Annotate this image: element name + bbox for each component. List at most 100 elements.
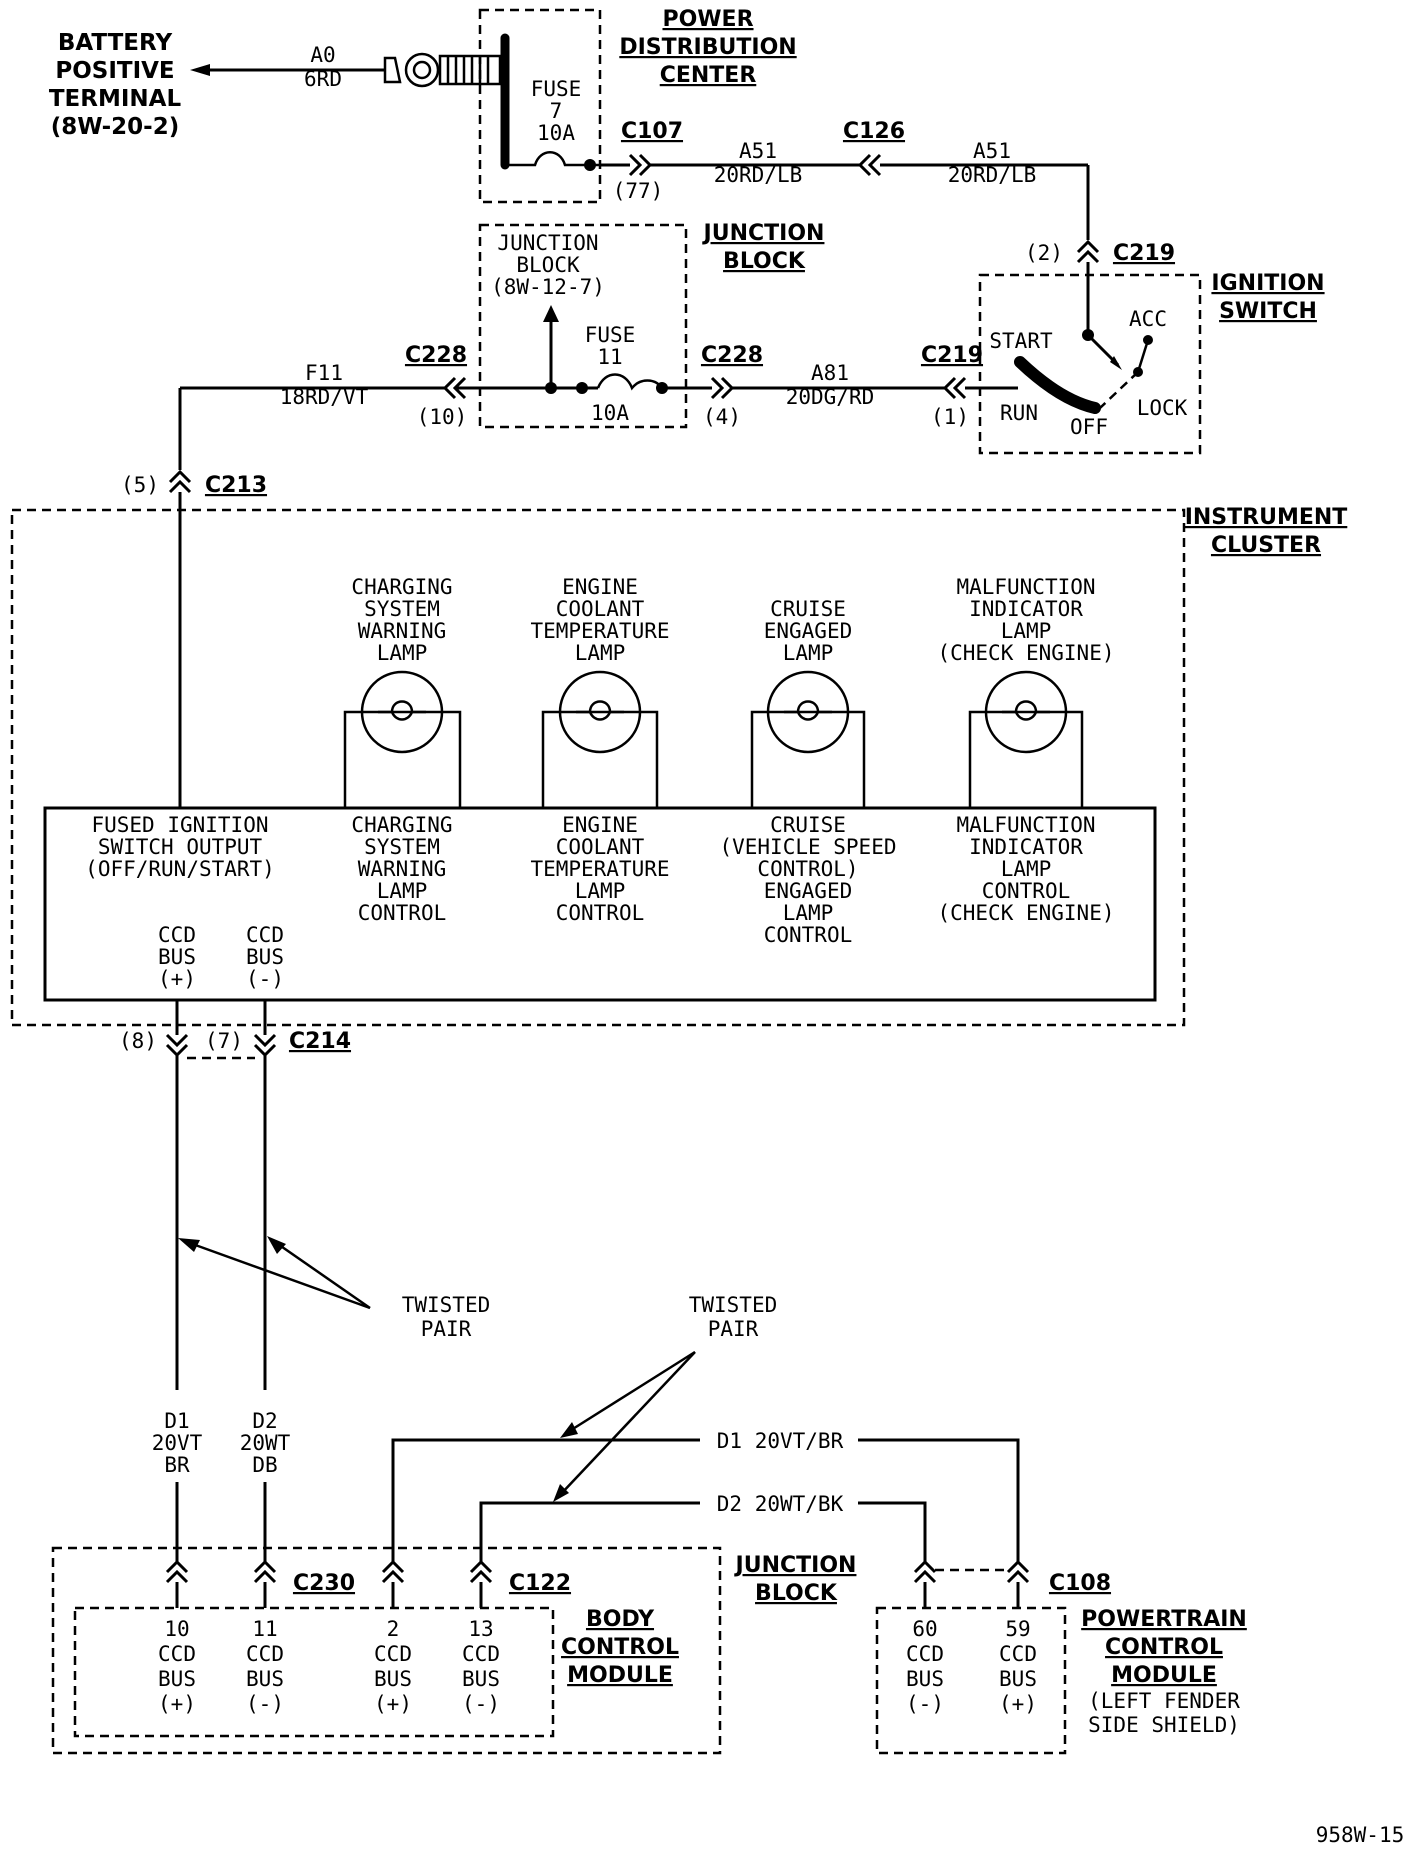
c230-pin11-connector-icon	[253, 1559, 277, 1584]
control-line: (CHECK ENGINE)	[937, 901, 1114, 925]
control-line: CHARGING	[351, 813, 452, 837]
battery-line1: BATTERY	[58, 30, 173, 56]
twisted-right-line1: TWISTED	[689, 1293, 778, 1317]
lamp-label-line: TEMPERATURE	[530, 619, 669, 643]
junction-top-label-line2: BLOCK	[723, 249, 806, 274]
bulb-icon	[360, 670, 444, 754]
control-line: LAMP	[783, 901, 834, 925]
pdc-box	[478, 8, 602, 204]
lamp-label-line: COOLANT	[556, 597, 645, 621]
bcm-pin-2: 2 CCD BUS (+)	[374, 1617, 412, 1716]
c219-top-label: C219	[1113, 241, 1175, 266]
c228-right-connector-icon	[710, 376, 735, 400]
ccd-minus-line: CCD	[246, 923, 284, 947]
c122-pin2-connector-icon	[381, 1559, 405, 1584]
wire-d1-right-right	[858, 1438, 1020, 1562]
twisted-right-leader-1	[567, 1350, 696, 1434]
c214-pin8: (8)	[119, 1029, 157, 1053]
pcm-title-line3: MODULE	[1111, 1663, 1217, 1688]
ignition-start: START	[989, 329, 1053, 353]
pin-number: 11	[252, 1617, 277, 1641]
ignition-lever-arrow-icon	[1110, 356, 1122, 370]
lamp-label-line: LAMP	[377, 641, 428, 665]
twisted-right-arrow-icon-1	[560, 1422, 578, 1438]
wire-d2-right-left	[479, 1501, 700, 1562]
pin-number: 2	[387, 1617, 400, 1641]
bulb-icon	[984, 670, 1068, 754]
fuse-11-icon	[596, 373, 664, 391]
c108-pin59-connector-icon	[1006, 1559, 1030, 1584]
control-line: LAMP	[377, 879, 428, 903]
wire-d2-right-label: D2 20WT/BK	[717, 1492, 844, 1516]
lamp-label-line: CRUISE	[770, 597, 846, 621]
pcm-sub-line2: SIDE SHIELD)	[1088, 1713, 1240, 1737]
pin-line: CCD	[246, 1642, 284, 1666]
c214-minus-connector-icon	[253, 1033, 277, 1058]
pin-number: 60	[912, 1617, 937, 1641]
lamp-label-line: ENGINE	[562, 575, 638, 599]
wire-a0-code: A0	[310, 43, 335, 67]
lamp-coolant: ENGINE COOLANT TEMPERATURE LAMP	[530, 575, 670, 808]
c107-label: C107	[621, 119, 683, 144]
control-line: LAMP	[575, 879, 626, 903]
c230-label: C230	[293, 1571, 355, 1596]
wire-a81-code: A81	[811, 361, 849, 385]
junction-block-bottom-box	[51, 1546, 722, 1755]
control-line: TEMPERATURE	[530, 857, 669, 881]
lamp-socket	[750, 710, 866, 808]
pin-line: BUS	[374, 1667, 412, 1691]
pin-line: CCD	[906, 1642, 944, 1666]
c213-label: C213	[205, 473, 267, 498]
pdc-fuse-label: FUSE	[531, 77, 582, 101]
ignition-acc-lock-link	[1136, 339, 1150, 373]
c214-pin7: (7)	[205, 1029, 243, 1053]
junction-top-up-arrow-icon	[543, 305, 559, 322]
junction-bottom-label-line2: BLOCK	[755, 1581, 838, 1606]
lamp-label-line: WARNING	[358, 619, 447, 643]
pdc-fuse-amp: 10A	[537, 121, 575, 145]
wire-a51-left-code: A51	[739, 139, 777, 163]
twisted-right-arrow-icon-2	[553, 1484, 569, 1502]
control-line: CONTROL	[982, 879, 1071, 903]
pdc-title-line1: POWER	[662, 7, 753, 32]
junction-top-dot1	[545, 382, 557, 394]
pdc-title-line3: CENTER	[660, 63, 757, 88]
ccd-minus-line: (-)	[246, 967, 284, 991]
lamp-socket	[541, 710, 659, 808]
wire-a51-right-code: A51	[973, 139, 1011, 163]
wire-d1-left-line: BR	[164, 1453, 190, 1477]
pin-line: (+)	[158, 1692, 196, 1716]
wire-f11-code: F11	[305, 361, 343, 385]
pin-line: (+)	[999, 1692, 1037, 1716]
lamp-cruise: CRUISE ENGAGED LAMP	[750, 597, 866, 808]
battery-arrow-icon	[190, 64, 210, 76]
filament-icon	[1002, 700, 1050, 721]
lamp-label-line: INDICATOR	[969, 597, 1083, 621]
battery-ref: (8W-20-2)	[51, 114, 179, 140]
lamp-label-line: ENGAGED	[764, 619, 853, 643]
wire-d2-left-line: DB	[252, 1453, 277, 1477]
c228-right-pin: (4)	[703, 405, 741, 429]
junction-top-dot3	[656, 382, 668, 394]
wire-d2-left-line: 20WT	[240, 1431, 291, 1455]
c219-top-connector-icon	[1076, 239, 1100, 264]
pin-line: CCD	[999, 1642, 1037, 1666]
twisted-right-line2: PAIR	[708, 1317, 759, 1341]
c108-pin60-connector-icon	[913, 1559, 937, 1584]
lamp-socket	[343, 710, 462, 808]
c122-pin13-connector-icon	[469, 1559, 493, 1584]
lamp-malfunction: MALFUNCTION INDICATOR LAMP (CHECK ENGINE…	[937, 575, 1115, 808]
c219-bottom-label: C219	[921, 343, 983, 368]
control-line: CONTROL	[764, 923, 853, 947]
ccd-minus-line: BUS	[246, 945, 284, 969]
cluster-module-box	[43, 806, 1157, 1002]
junction-top-fuse-amp: 10A	[591, 401, 629, 425]
wire-d1-right-label: D1 20VT/BR	[717, 1429, 844, 1453]
bcm-pin-10: 10 CCD BUS (+)	[158, 1617, 196, 1716]
c214-label: C214	[289, 1029, 351, 1054]
c126-connector-icon	[857, 153, 882, 177]
lamp-label-line: LAMP	[575, 641, 626, 665]
c228-left-label: C228	[405, 343, 467, 368]
bcm-pin-11: 11 CCD BUS (-)	[246, 1617, 284, 1716]
wire-d1-left-line: 20VT	[152, 1431, 203, 1455]
